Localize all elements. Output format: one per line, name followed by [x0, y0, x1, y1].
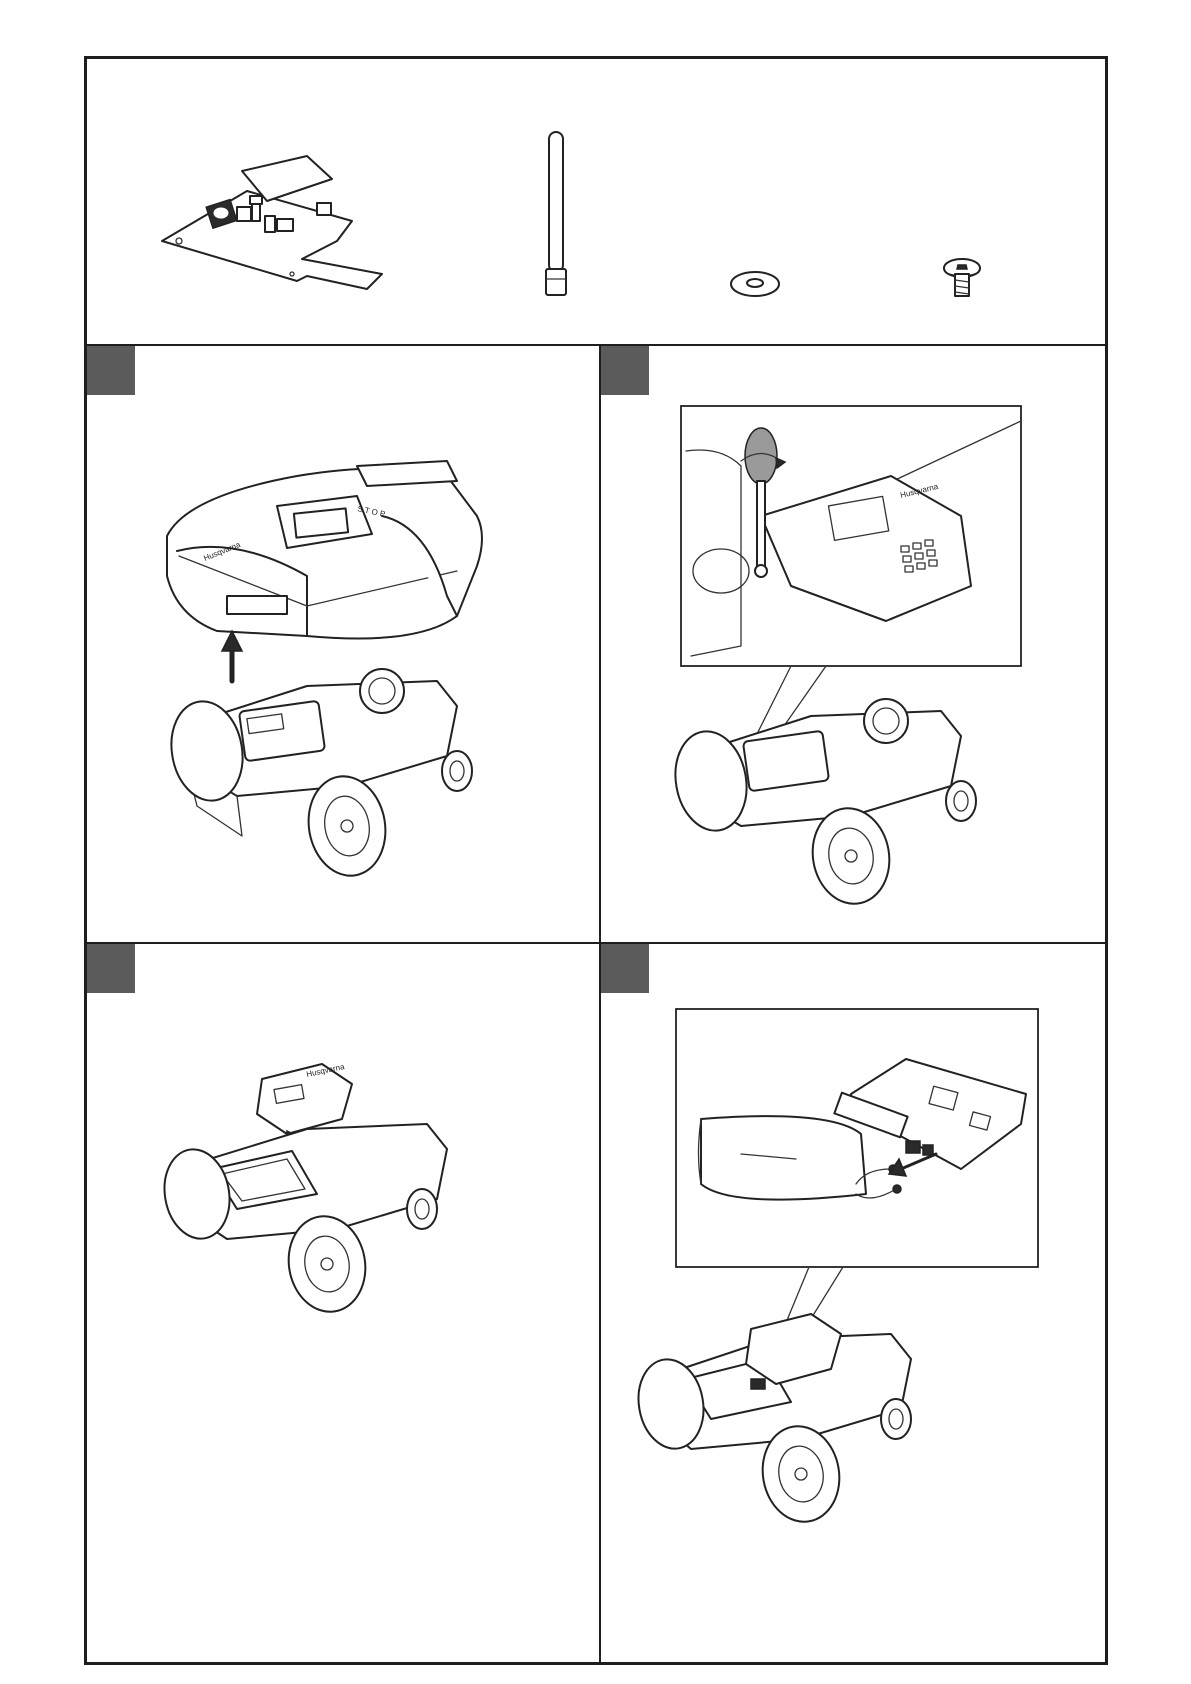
washer-icon: [725, 264, 785, 304]
unscrew-control-panel-icon: Husqvarna: [661, 406, 1081, 906]
lift-cover-off-mower-icon: S T O P Husqvarna: [157, 456, 537, 876]
instruction-page-frame: S T O P Husqvarna: [84, 56, 1108, 1665]
step-tab-2: [601, 346, 649, 395]
step-panel-1: S T O P Husqvarna: [87, 346, 599, 942]
step-panel-3: Husqvarna: [87, 944, 599, 1662]
flip-control-panel-icon: Husqvarna: [157, 1059, 467, 1319]
circuit-board-icon: [157, 131, 387, 291]
disconnect-battery-connector-icon: [631, 1009, 1071, 1529]
step-panel-4: [601, 944, 1105, 1662]
step-panel-2: Husqvarna: [601, 346, 1105, 942]
step-tab-1: [87, 346, 135, 395]
screw-icon: [937, 254, 987, 309]
antenna-rod-icon: [537, 129, 577, 309]
step-tab-4: [601, 944, 649, 993]
parts-row: [87, 59, 1105, 346]
step-tab-3: [87, 944, 135, 993]
